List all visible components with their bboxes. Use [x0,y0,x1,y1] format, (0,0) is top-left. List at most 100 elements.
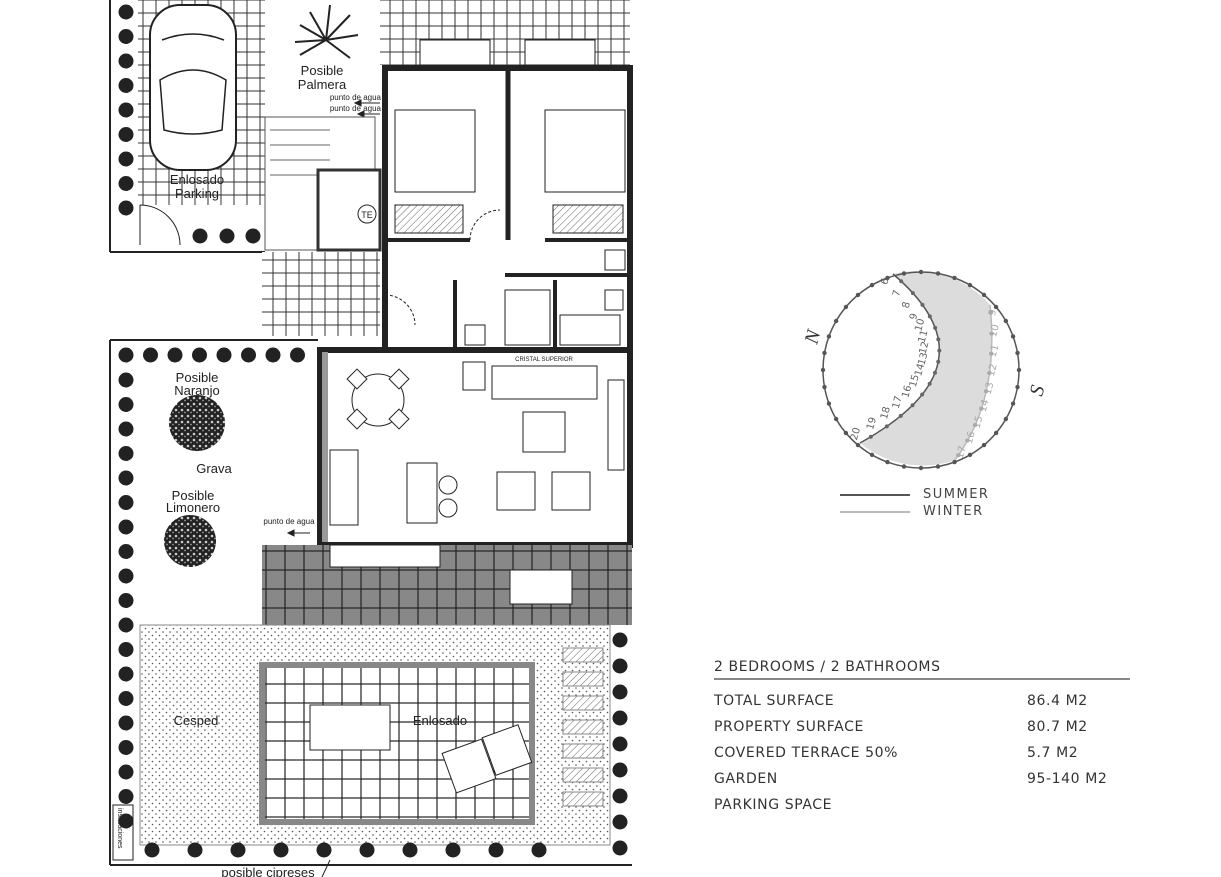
hedge-shrub-icon [118,813,134,829]
sun-position-dot [984,389,989,394]
door-swing [384,294,416,326]
sun-position-dot [920,302,925,307]
hour-tick [826,334,832,339]
row-label: PARKING SPACE [714,797,833,813]
hedge-shrub-icon [144,842,160,858]
hour-tick [981,292,987,298]
legend-winter: WINTER [840,503,989,520]
palm-label: Posible [301,63,344,78]
hedge-shrub-icon [245,228,261,244]
left-garden: Posible Naranjo Grava Posible Limonero p… [109,339,318,865]
hedge-shrub-icon [118,4,134,20]
row-label: TOTAL SURFACE [714,693,835,709]
hour-label: 10 [988,323,1002,338]
sun-position-dot [987,370,992,375]
south-label: S [1026,383,1050,398]
hour-label: 6 [879,277,891,286]
hedge-shrub-icon [612,710,628,726]
door-swing [469,209,501,241]
row-value: 5.7 M2 [1027,745,1079,761]
sun-position-dot [937,348,942,353]
sunbed [481,724,533,776]
cypress-label: posible cipreses [221,865,315,877]
hedge-shrub-icon [118,127,134,142]
hedge-shrub-icon [612,632,628,648]
hedge-shrub-icon [187,842,203,858]
sun-position-dot [868,434,873,439]
sun-position-dot [956,453,961,458]
hour-label: 17 [955,445,969,460]
water-heater-label: TE [361,210,373,220]
lemon-tree-icon [164,515,216,567]
sun-position-dot [898,413,903,418]
hour-tick [869,282,875,288]
hour-label: 13 [917,351,931,366]
hedge-shrub-icon [118,470,134,486]
sun-position-dot [910,291,915,296]
palm-area: Posible Palmera punto de agua punto de a… [294,4,382,118]
orange-tree-label: Posible [176,370,219,385]
tv-unit [607,379,625,471]
hour-label: 19 [865,416,879,431]
hedge-shrub-icon [445,842,461,858]
hour-tick [885,459,890,465]
hour-tick [967,452,973,458]
hour-tick [885,275,890,281]
summary-row: COVERED TERRACE 50%5.7 M2 [714,740,1130,766]
toilet [464,324,486,346]
hour-tick [993,304,999,310]
hedge-shrub-icon [612,684,628,700]
legend-label: SUMMER [923,487,990,502]
hedge-shrub-icon [118,372,134,388]
hour-tick [1016,367,1022,373]
hour-tick [822,384,827,390]
gravel-label: Grava [196,461,232,476]
hour-tick [1003,318,1009,324]
hedge-shrub-icon [118,617,134,633]
row-label: PROPERTY SURFACE [714,719,864,735]
hour-label: 15 [908,373,922,388]
hour-label: 12 [986,363,1000,378]
hour-tick [1003,416,1009,422]
entry-paving [262,252,380,336]
hour-label: 13 [983,381,997,396]
car-icon [149,4,237,171]
sun-position-dot [933,370,938,375]
hour-label: 12 [918,340,932,355]
hour-tick [1015,350,1020,356]
hour-tick [1010,334,1016,339]
hedge-shrub-icon [402,842,418,858]
water-heater-icon [357,204,377,224]
lawn-label: Cesped [174,713,219,728]
hour-tick [833,416,839,422]
paving-label: Enlosado [413,713,467,728]
hour-tick [855,292,861,298]
arrow-icon [286,529,310,537]
gate-swing [139,204,181,246]
hedge-shrub-icon [118,666,134,682]
hour-label: 7 [891,289,903,298]
sink [604,249,626,271]
hour-tick [981,442,987,448]
sun-position-dot [899,279,904,284]
bed [394,109,476,193]
hedge-shrub-icon [118,151,134,167]
hedge-shrub-icon [118,715,134,731]
row-value: 86.4 M2 [1027,693,1088,709]
hedge-shrub-icon [143,347,158,363]
hour-label: 8 [901,301,913,310]
armchair [551,471,591,511]
sun-position-dot [927,314,932,319]
hour-label: 14 [978,398,992,413]
wardrobe [394,204,464,234]
hedge-shrub-icon [118,29,134,44]
orange-tree-icon [169,395,225,451]
hour-tick [833,318,839,324]
hour-tick [967,282,973,288]
hour-tick [952,275,957,281]
sun-exposure-area [860,271,992,466]
hedge-shrub-icon [273,842,289,858]
sun-position-dot [988,310,993,315]
